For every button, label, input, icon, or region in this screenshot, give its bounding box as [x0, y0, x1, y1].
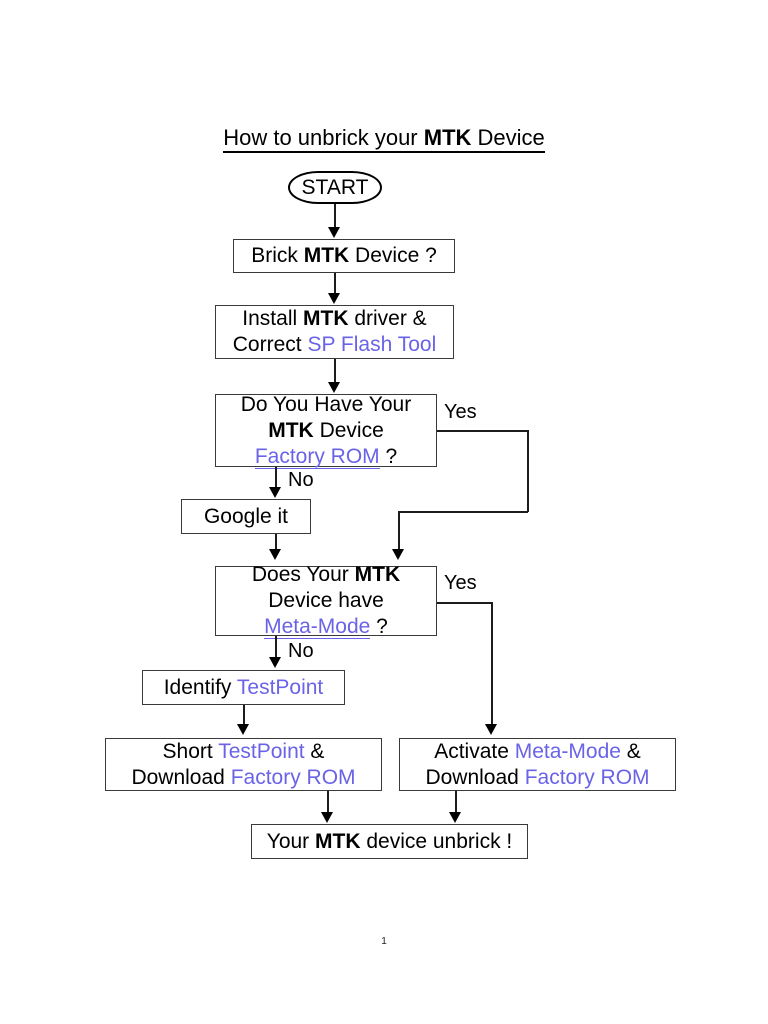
node-brick-line-1: Brick MTK Device ?	[251, 244, 437, 267]
node-end-unbrick[interactable]: Your MTK device unbrick !	[251, 824, 528, 859]
node-short-testpoint[interactable]: Short TestPoint & Download Factory ROM	[105, 738, 382, 791]
arrow-install-to-factory-rom	[328, 382, 340, 393]
edge-google-to-meta-mode	[275, 534, 277, 551]
page-number: 1	[381, 936, 387, 947]
edge-identify-to-short	[243, 705, 245, 725]
edge-meta-mode-no	[275, 636, 277, 658]
node-install-line-1: Install MTK driver &	[242, 307, 427, 330]
node-install-driver[interactable]: Install MTK driver & Correct SP Flash To…	[215, 305, 454, 359]
node-end-label: Your MTK device unbrick !	[266, 829, 513, 853]
edge-factory-rom-no	[275, 467, 277, 488]
page-title: How to unbrick your MTK Device	[0, 124, 768, 153]
edge-label-no-meta-mode: No	[288, 640, 314, 662]
node-factory-rom-line-3: Factory ROM ?	[254, 444, 398, 469]
edge-start-to-brick	[334, 204, 336, 228]
arrow-factory-rom-yes-to-meta-mode	[392, 549, 404, 560]
node-have-factory-rom[interactable]: Do You Have Your MTK Device Factory ROM …	[215, 392, 437, 469]
node-google-it[interactable]: Google it	[181, 499, 311, 534]
node-start-label: START	[301, 175, 369, 199]
page-title-text: How to unbrick your MTK Device	[223, 125, 545, 153]
node-activate-meta-mode-line-2: Download Factory ROM	[425, 765, 650, 789]
node-google-it-label: Google it	[203, 504, 289, 528]
edge-factory-rom-yes-v1	[527, 430, 529, 512]
edge-label-no-factory-rom: No	[288, 469, 314, 491]
arrow-meta-mode-yes-to-activate	[485, 724, 497, 735]
node-factory-rom-line-1: Do You Have Your	[240, 392, 412, 416]
node-identify-testpoint[interactable]: Identify TestPoint	[142, 670, 345, 705]
arrow-factory-rom-to-google	[269, 487, 281, 498]
node-short-testpoint-line-2: Download Factory ROM	[131, 765, 356, 789]
edge-activate-to-end	[455, 791, 457, 813]
edge-factory-rom-yes-h1	[437, 430, 528, 432]
arrow-short-to-end	[321, 812, 333, 823]
arrow-start-to-brick	[328, 227, 340, 238]
arrow-activate-to-end	[449, 812, 461, 823]
edge-meta-mode-yes-h1	[437, 602, 493, 604]
node-short-testpoint-line-1: Short TestPoint &	[162, 739, 325, 763]
title-suffix: Device	[471, 125, 545, 150]
edge-brick-to-install	[334, 273, 336, 294]
edge-short-to-end	[327, 791, 329, 813]
arrow-google-to-meta-mode	[269, 549, 281, 560]
node-install-line-2: Correct SP Flash Tool	[232, 333, 437, 356]
node-has-meta-mode[interactable]: Does Your MTK Device have Meta-Mode ?	[215, 563, 437, 639]
edge-label-yes-factory-rom: Yes	[444, 401, 477, 423]
node-start[interactable]: START	[288, 171, 382, 204]
title-bold-mtk: MTK	[423, 125, 472, 150]
node-meta-mode-line-2: Device have	[268, 589, 384, 612]
title-prefix: How to unbrick your	[223, 125, 424, 150]
node-factory-rom-line-2: MTK Device	[268, 418, 384, 442]
edge-factory-rom-yes-v2	[398, 511, 400, 551]
arrow-brick-to-install	[328, 293, 340, 304]
node-activate-meta-mode-line-1: Activate Meta-Mode &	[434, 739, 641, 763]
node-identify-testpoint-label: Identify TestPoint	[163, 675, 324, 699]
edge-label-yes-meta-mode: Yes	[444, 572, 477, 594]
edge-factory-rom-yes-h2	[398, 511, 528, 513]
arrow-meta-mode-to-identify	[269, 657, 281, 668]
node-meta-mode-line-1: Does Your MTK	[251, 563, 401, 586]
node-activate-meta-mode[interactable]: Activate Meta-Mode & Download Factory RO…	[399, 738, 676, 791]
edge-meta-mode-yes-v1	[491, 602, 493, 725]
arrow-identify-to-short	[237, 724, 249, 735]
node-brick-mtk-device[interactable]: Brick MTK Device ?	[233, 239, 455, 273]
edge-install-to-factory-rom	[334, 359, 336, 383]
node-meta-mode-line-3: Meta-Mode ?	[264, 615, 388, 639]
